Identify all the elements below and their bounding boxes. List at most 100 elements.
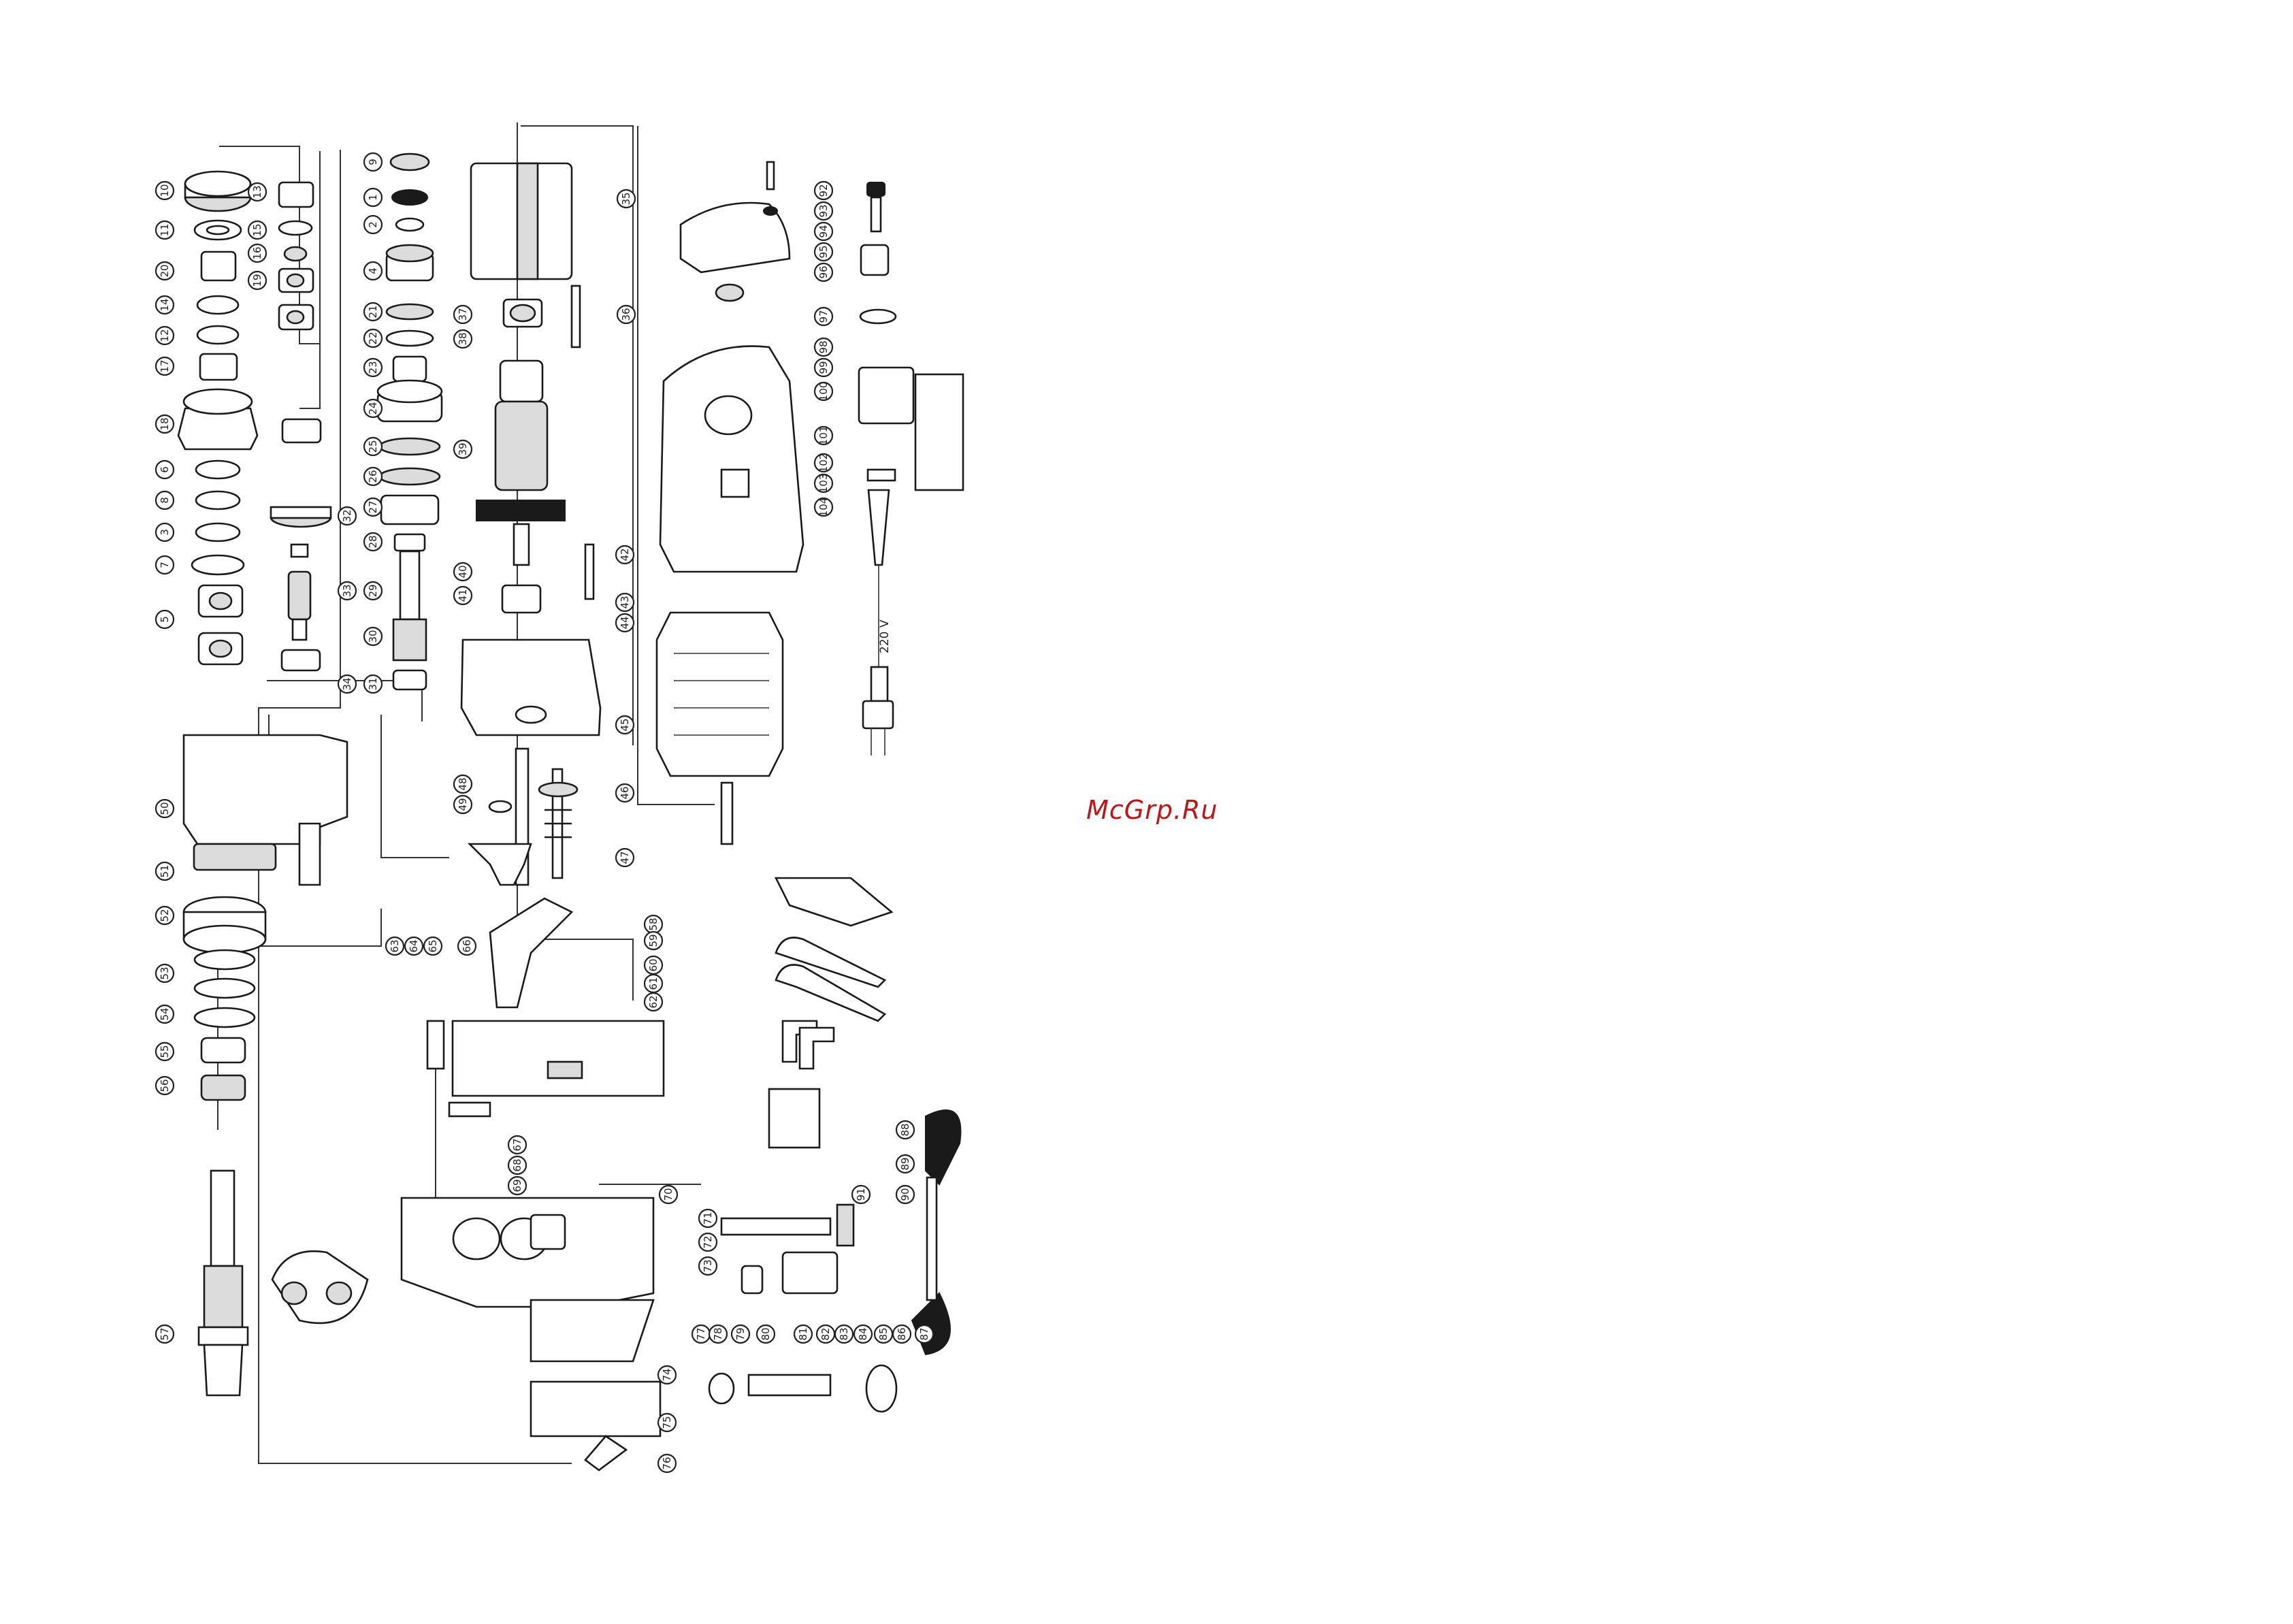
- callout-86: 86: [892, 1324, 912, 1344]
- callout-label: 15: [251, 223, 263, 236]
- callout-53: 53: [155, 963, 175, 984]
- callout-label: 26: [367, 470, 379, 483]
- callout-label: 91: [855, 1188, 867, 1201]
- callout-61: 61: [643, 973, 664, 994]
- callout-26: 26: [363, 466, 383, 487]
- callout-label: 97: [817, 310, 830, 323]
- callout-44: 44: [615, 613, 635, 633]
- callout-label: 74: [661, 1368, 673, 1381]
- callout-45: 45: [615, 715, 635, 735]
- callout-label: 102: [817, 453, 830, 473]
- callout-label: 100: [817, 382, 830, 402]
- callout-29: 29: [363, 581, 383, 601]
- callout-96: 96: [813, 262, 834, 282]
- callout-25: 25: [363, 436, 383, 457]
- callout-42: 42: [615, 545, 635, 565]
- watermark: McGrp.Ru: [1086, 795, 1218, 825]
- callout-34: 34: [337, 674, 357, 694]
- callout-51: 51: [155, 861, 175, 881]
- callout-label: 65: [427, 939, 439, 952]
- callout-label: 69: [511, 1179, 523, 1192]
- callout-56: 56: [155, 1075, 175, 1096]
- callout-label: 63: [389, 939, 401, 952]
- callout-label: 23: [367, 361, 379, 374]
- callout-57: 57: [155, 1324, 175, 1344]
- callout-label: 43: [619, 596, 631, 608]
- callout-83: 83: [834, 1324, 854, 1344]
- feed-handle: [708, 1109, 962, 1413]
- left-gear-stack: [177, 170, 259, 666]
- callout-label: 56: [159, 1079, 171, 1092]
- callout-23: 23: [363, 357, 383, 378]
- callout-label: 2: [367, 221, 379, 228]
- callout-label: 103: [817, 474, 830, 493]
- callout-80: 80: [755, 1324, 776, 1344]
- callout-41: 41: [453, 585, 473, 606]
- callout-label: 66: [461, 939, 473, 952]
- callout-label: 93: [817, 204, 830, 217]
- callout-label: 92: [817, 184, 830, 197]
- callout-label: 4: [367, 267, 379, 274]
- callout-75: 75: [657, 1412, 677, 1433]
- callout-label: 73: [702, 1259, 714, 1272]
- callout-72: 72: [698, 1232, 718, 1252]
- callout-102: 102: [813, 453, 834, 473]
- callout-label: 1: [367, 194, 379, 201]
- callout-59: 59: [643, 930, 664, 951]
- switch-cord-group: [763, 161, 964, 756]
- callout-label: 46: [619, 786, 631, 799]
- callout-label: 14: [159, 298, 171, 311]
- callout-103: 103: [813, 474, 834, 493]
- callout-label: 40: [457, 565, 469, 578]
- callout-74: 74: [657, 1365, 677, 1385]
- callout-label: 70: [662, 1188, 674, 1201]
- callout-label: 64: [408, 939, 420, 952]
- callout-label: 101: [817, 426, 830, 446]
- callout-21: 21: [363, 302, 383, 322]
- callout-label: 84: [857, 1327, 869, 1340]
- callout-label: 16: [251, 246, 263, 259]
- callout-label: 79: [734, 1327, 747, 1340]
- motor-armature: [460, 162, 602, 736]
- middle-gear-stack: [376, 152, 443, 691]
- callout-101: 101: [813, 426, 834, 446]
- callout-label: 88: [899, 1123, 911, 1136]
- callout-label: 67: [511, 1138, 523, 1151]
- callout-label: 42: [619, 548, 631, 561]
- voltage-label: 220 V: [878, 619, 892, 653]
- callout-48: 48: [453, 774, 473, 794]
- callout-19: 19: [247, 270, 267, 291]
- callout-label: 58: [647, 917, 660, 930]
- callout-label: 89: [899, 1157, 911, 1170]
- callout-47: 47: [615, 847, 635, 868]
- gear-head-housing: [182, 734, 348, 1101]
- callout-1: 1: [363, 187, 383, 208]
- callout-84: 84: [853, 1324, 873, 1344]
- callout-49: 49: [453, 794, 473, 815]
- callout-label: 51: [159, 864, 171, 877]
- callout-104: 104: [813, 498, 834, 517]
- callout-89: 89: [895, 1154, 915, 1174]
- callout-99: 99: [813, 357, 834, 378]
- callout-76: 76: [657, 1453, 677, 1474]
- callout-54: 54: [155, 1004, 175, 1024]
- callout-24: 24: [363, 398, 383, 419]
- callout-3: 3: [155, 522, 175, 542]
- callout-93: 93: [813, 201, 834, 221]
- callout-label: 82: [819, 1327, 832, 1340]
- callout-5: 5: [155, 609, 175, 630]
- motor-housing: [655, 201, 804, 845]
- callout-37: 37: [453, 304, 473, 325]
- callout-11: 11: [155, 220, 175, 240]
- callout-12: 12: [155, 325, 175, 346]
- callout-label: 18: [159, 417, 171, 430]
- callout-13: 13: [247, 182, 267, 202]
- callout-28: 28: [363, 532, 383, 552]
- callout-77: 77: [691, 1324, 711, 1344]
- callout-label: 76: [661, 1457, 673, 1469]
- callout-label: 59: [647, 934, 660, 947]
- callout-52: 52: [155, 905, 175, 926]
- callout-label: 85: [877, 1327, 890, 1340]
- callout-32: 32: [337, 506, 357, 526]
